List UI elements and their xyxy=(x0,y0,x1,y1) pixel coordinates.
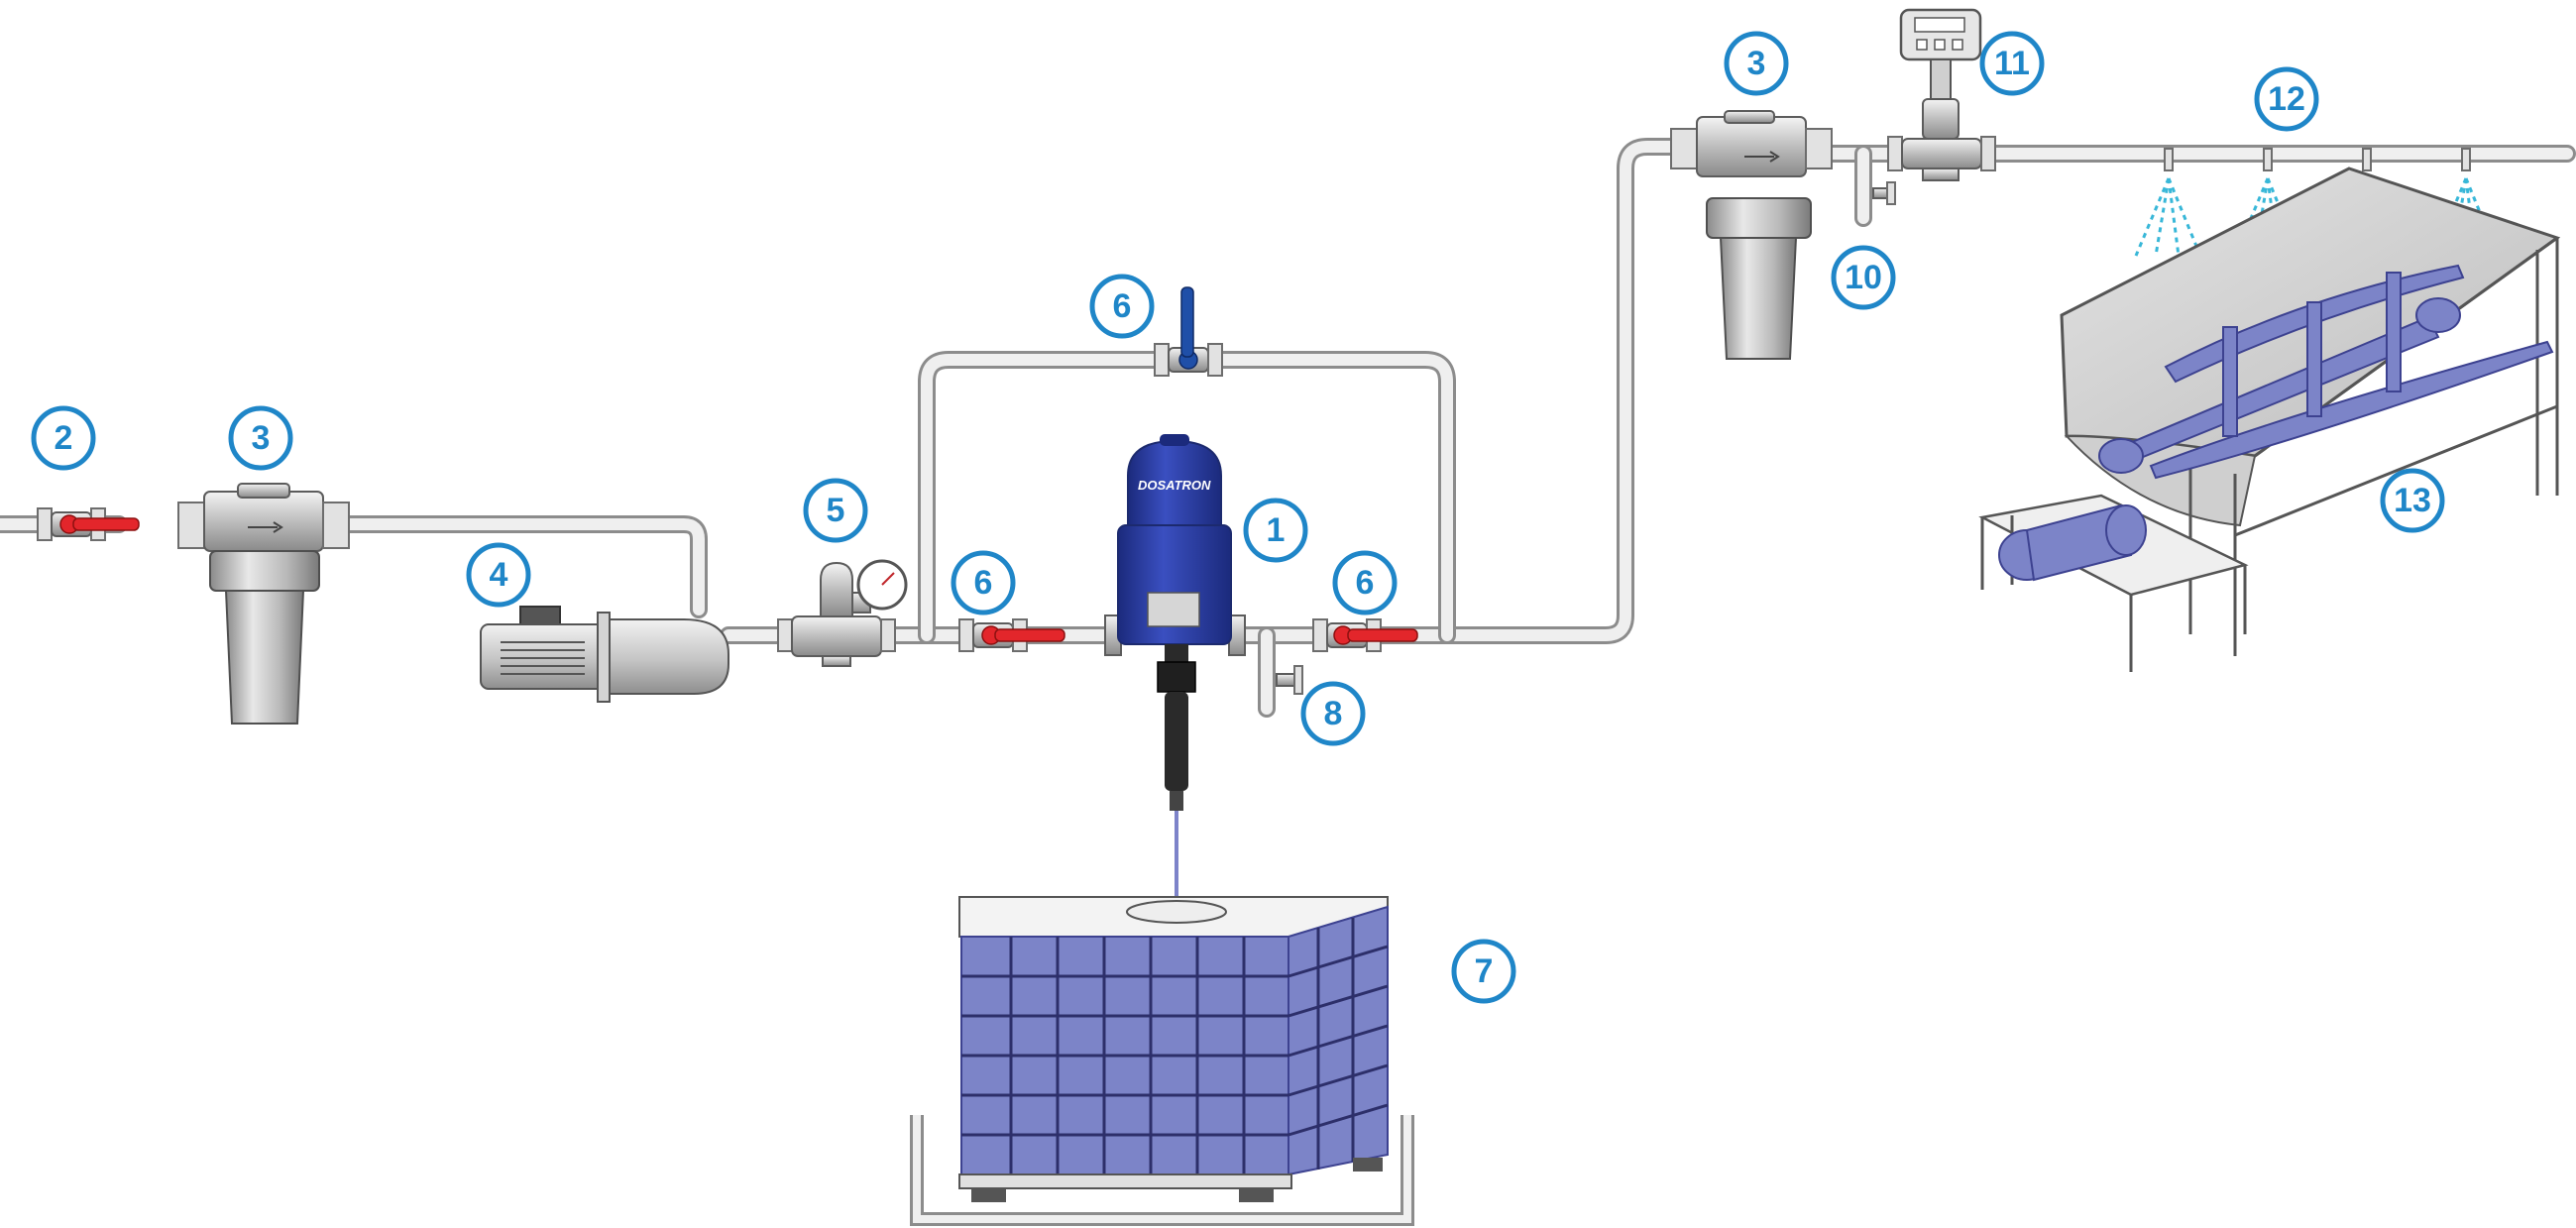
inlet-ball-valve xyxy=(37,507,140,541)
callout-8-label: 8 xyxy=(1324,695,1343,732)
callout-5: 5 xyxy=(803,478,868,543)
callout-8: 8 xyxy=(1300,681,1366,746)
chemical-tank xyxy=(910,896,1414,1226)
callout-4: 4 xyxy=(466,542,531,608)
callout-6-inlet-label: 6 xyxy=(974,564,993,602)
dosatron-brand-label: DOSATRON xyxy=(1138,478,1211,493)
callout-11-label: 11 xyxy=(1994,45,2030,82)
callout-10-label: 10 xyxy=(1845,259,1882,296)
callout-7-label: 7 xyxy=(1475,952,1494,990)
spray-nozzle xyxy=(2134,148,2202,257)
callout-6-outlet: 6 xyxy=(1332,550,1398,615)
flow-meter xyxy=(1887,8,1996,181)
outlet-isolation-valve xyxy=(1312,618,1418,652)
booster-pump xyxy=(480,606,729,703)
bypass-valve xyxy=(1154,286,1223,377)
callout-7: 7 xyxy=(1451,939,1516,1004)
dosatron-injector: DOSATRON xyxy=(1104,434,1246,904)
callout-6-bypass: 6 xyxy=(1089,274,1155,339)
inlet-isolation-valve xyxy=(958,618,1065,652)
pressure-regulator xyxy=(777,559,908,667)
callouts: 1 2 3 3 4 5 6 6 xyxy=(31,31,2445,1004)
callout-13-label: 13 xyxy=(2394,482,2431,519)
washing-machine xyxy=(1978,167,2561,672)
callout-4-label: 4 xyxy=(490,556,508,594)
inlet-filter xyxy=(177,483,350,725)
callout-12: 12 xyxy=(2254,66,2319,132)
callout-6-inlet: 6 xyxy=(951,550,1016,615)
callout-2: 2 xyxy=(31,405,96,471)
callout-1-label: 1 xyxy=(1267,511,1286,549)
callout-3-outlet-label: 3 xyxy=(1747,45,1766,82)
callout-6-outlet-label: 6 xyxy=(1356,564,1375,602)
callout-1: 1 xyxy=(1243,498,1308,563)
callout-10: 10 xyxy=(1831,245,1896,310)
callout-12-label: 12 xyxy=(2268,80,2305,118)
callout-3-inlet-label: 3 xyxy=(252,419,271,457)
drain-valve xyxy=(1276,665,1303,695)
callout-3-inlet: 3 xyxy=(228,405,293,471)
outlet-filter xyxy=(1670,110,1833,360)
callout-6-bypass-label: 6 xyxy=(1113,287,1132,325)
callout-2-label: 2 xyxy=(55,419,73,457)
callout-11: 11 xyxy=(1979,31,2045,96)
drain-valve-upper xyxy=(1872,181,1896,205)
callout-13: 13 xyxy=(2380,468,2445,533)
callout-3-outlet: 3 xyxy=(1724,31,1789,96)
callout-5-label: 5 xyxy=(827,492,845,529)
